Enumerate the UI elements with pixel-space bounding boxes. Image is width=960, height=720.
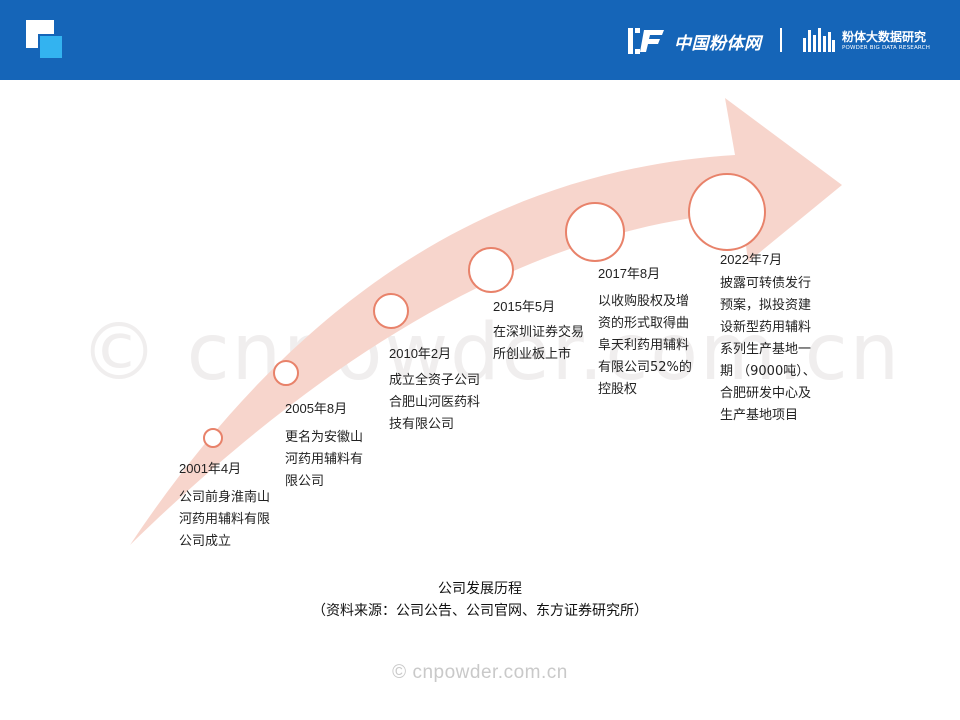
event-desc-line: 公司前身淮南山 <box>179 490 271 505</box>
event-desc-line: 河药用辅料有 <box>285 452 364 467</box>
brand2-name: 粉体大数据研究 <box>842 29 927 44</box>
footer-watermark: © cnpowder.com.cn <box>392 662 568 683</box>
caption-title: 公司发展历程 <box>438 581 522 597</box>
event-desc-2015: 在深圳证券交易 所创业板上市 <box>493 322 584 366</box>
event-desc-line: 合肥山河医药科 <box>389 395 481 410</box>
event-desc-2022: 披露可转债发行 预案，拟投资建 设新型药用辅料 系列生产基地一 期 （9000吨… <box>720 273 816 427</box>
timeline-arrow-diagram <box>130 98 842 545</box>
growth-arrow-shape <box>130 98 842 545</box>
event-marker-2022 <box>688 173 766 251</box>
event-desc-2001: 公司前身淮南山 河药用辅料有限 公司成立 <box>179 487 270 553</box>
event-desc-line: 所创业板上市 <box>493 347 572 362</box>
cnpowder-logo-icon <box>628 28 664 54</box>
bigdata-logo-icon <box>803 28 835 52</box>
event-desc-line: 系列生产基地一 <box>720 342 812 357</box>
event-desc-line: 设新型药用辅料 <box>720 320 812 335</box>
event-desc-2017: 以收购股权及增 资的形式取得曲 阜天利药用辅料 有限公司52%的 控股权 <box>598 291 692 401</box>
event-desc-line: 技有限公司 <box>389 417 455 432</box>
brand2-subtitle: POWDER BIG DATA RESEARCH <box>842 44 931 51</box>
event-desc-line: 更名为安徽山 <box>285 430 364 445</box>
event-desc-line: 控股权 <box>598 382 638 397</box>
event-desc-2010: 成立全资子公司 合肥山河医药科 技有限公司 <box>389 370 480 436</box>
event-marker-2010 <box>373 293 409 329</box>
event-desc-line: 生产基地项目 <box>720 408 799 423</box>
event-desc-line: 期 （9000吨）、 <box>720 364 816 379</box>
logo-squares-icon <box>26 20 66 60</box>
caption-source: （资料来源：公司公告、公司官网、东方证券研究所） <box>312 603 648 619</box>
event-marker-2005 <box>273 360 299 386</box>
event-date-2001: 2001年4月 <box>179 461 242 476</box>
event-date-2022: 2022年7月 <box>720 252 783 267</box>
background-watermark: © cnpowder.com.cn <box>80 308 902 398</box>
event-desc-line: 河药用辅料有限 <box>179 512 271 527</box>
event-date-2005: 2005年8月 <box>285 401 348 416</box>
bigdata-brand: 粉体大数据研究 POWDER BIG DATA RESEARCH <box>802 24 930 58</box>
header-bar: 中国粉体网 粉体大数据研究 POWDER BIG DATA RESEARCH <box>0 0 960 80</box>
event-marker-2001 <box>203 428 223 448</box>
cnpowder-brand: 中国粉体网 <box>626 24 762 58</box>
event-desc-line: 合肥研发中心及 <box>720 386 812 401</box>
event-marker-2015 <box>468 247 514 293</box>
event-desc-line: 以收购股权及增 <box>598 294 690 309</box>
event-desc-line: 成立全资子公司 <box>389 373 481 388</box>
event-desc-line: 预案，拟投资建 <box>720 298 812 313</box>
event-desc-line: 有限公司52%的 <box>598 360 692 375</box>
event-desc-line: 披露可转债发行 <box>720 276 812 291</box>
brand-divider <box>780 28 782 52</box>
event-desc-line: 资的形式取得曲 <box>598 316 690 331</box>
brand1-name: 中国粉体网 <box>674 33 762 54</box>
event-markers <box>203 173 766 448</box>
event-date-2017: 2017年8月 <box>598 266 661 281</box>
figure-caption: 公司发展历程 （资料来源：公司公告、公司官网、东方证券研究所） <box>0 578 960 622</box>
event-desc-2005: 更名为安徽山 河药用辅料有 限公司 <box>285 427 363 493</box>
event-date-2015: 2015年5月 <box>493 299 556 314</box>
event-marker-2017 <box>565 202 625 262</box>
event-date-2010: 2010年2月 <box>389 346 452 361</box>
event-desc-line: 在深圳证券交易 <box>493 325 585 340</box>
event-desc-line: 阜天利药用辅料 <box>598 338 690 353</box>
event-desc-line: 限公司 <box>285 474 325 489</box>
event-desc-line: 公司成立 <box>179 534 232 549</box>
